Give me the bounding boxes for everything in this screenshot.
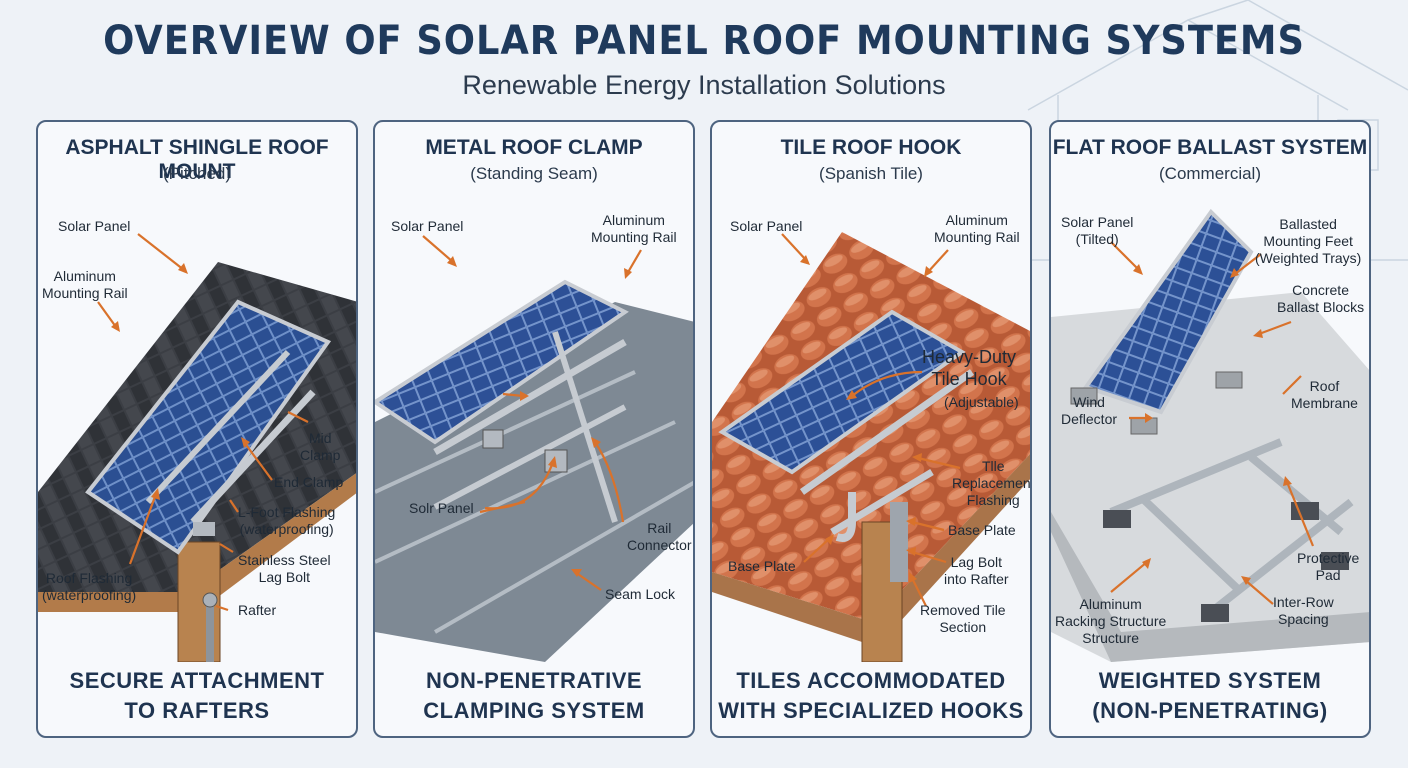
- label-solar-panel: Solar Panel: [391, 218, 464, 234]
- label-lag-bolt-into-rafter: Lag Bolt into Rafter: [944, 554, 1009, 587]
- label-tile-replacement-flashing: Tlle Replacement Flashing: [952, 458, 1032, 508]
- label-protective-pad: Protective Pad: [1297, 550, 1360, 583]
- label-rail-connector: Rail Connector: [627, 520, 692, 553]
- label-solr-panel: Solr Panel: [409, 500, 474, 516]
- asphalt-shingle-illustration: [38, 262, 356, 662]
- label-solar-panel-tilted: Solar Panel (Tilted): [1061, 214, 1134, 247]
- label-end-clamp: End Clamp: [274, 474, 344, 490]
- label-base-plate-left: Base Plate: [728, 558, 796, 574]
- label-removed-tile-section: Removed Tile Section: [920, 602, 1006, 635]
- panel-subtitle: (Standing Seam): [470, 164, 598, 183]
- panel-title: TILE ROOF HOOK: [780, 136, 962, 159]
- label-wind-deflector: Wind Deflector: [1061, 394, 1118, 427]
- panel-asphalt-shingle: ASPHALT SHINGLE ROOF MOUNT (Pitched): [36, 120, 358, 738]
- label-l-foot-flashing: L-Foot Flashing (waterproofing): [238, 504, 336, 537]
- panel-subtitle: (Commercial): [1159, 164, 1261, 183]
- panel-subtitle: (Pitched): [162, 164, 232, 183]
- label-adjustable: (Adjustable): [944, 394, 1019, 410]
- label-rafter: Rafter: [238, 602, 277, 618]
- panel-flat-roof: FLAT ROOF BALLAST SYSTEM (Commercial): [1049, 120, 1371, 738]
- label-ballasted-mounting-feet: Ballasted Mounting Feet (Weighted Trays): [1255, 216, 1362, 266]
- label-mid-clamp: Mid Clamp: [300, 430, 341, 463]
- panel-footer: NON-PENETRATIVE CLAMPING SYSTEM: [423, 668, 645, 723]
- page-subtitle: Renewable Energy Installation Solutions: [462, 70, 946, 100]
- label-aluminum-mounting-rail: Aluminum Mounting Rail: [591, 212, 677, 245]
- label-roof-membrane: Roof Membrane: [1291, 378, 1358, 411]
- label-concrete-ballast-blocks: Concrete Ballast Blocks: [1277, 282, 1365, 315]
- label-solar-panel: Solar Panel: [730, 218, 803, 234]
- panel-footer: WEIGHTED SYSTEM (NON-PENETRATING): [1092, 668, 1328, 723]
- label-aluminum-mounting-rail: Aluminum Mounting Rail: [42, 268, 128, 301]
- panel-metal-roof: METAL ROOF CLAMP (Standing Seam) Solar P…: [373, 120, 695, 738]
- label-base-plate-right: Base Plate: [948, 522, 1016, 538]
- label-seam-lock: Seam Lock: [605, 586, 676, 602]
- panel-subtitle: (Spanish Tile): [819, 164, 923, 183]
- panel-footer: SECURE ATTACHMENT TO RAFTERS: [69, 668, 325, 723]
- label-inter-row-spacing: Inter-Row Spacing: [1273, 594, 1334, 627]
- label-solar-panel: Solar Panel: [58, 218, 131, 234]
- label-aluminum-racking-structure: Aluminum Racking Structure Structure: [1055, 596, 1167, 646]
- panel-title: FLAT ROOF BALLAST SYSTEM: [1052, 136, 1368, 159]
- tile-roof-illustration: [712, 232, 1030, 662]
- panel-title: METAL ROOF CLAMP: [425, 136, 643, 159]
- label-heavy-duty-tile-hook: Heavy-Duty Tile Hook: [922, 347, 1017, 389]
- label-aluminum-mounting-rail: Aluminum Mounting Rail: [934, 212, 1020, 245]
- panel-footer: TILES ACCOMMODATED WITH SPECIALIZED HOOK…: [718, 668, 1024, 723]
- panel-title: ASPHALT SHINGLE ROOF MOUNT: [65, 136, 329, 183]
- label-stainless-steel-lag-bolt: Stainless Steel Lag Bolt: [238, 552, 331, 585]
- panel-tile-roof: TILE ROOF HOOK (Spanish Tile): [710, 120, 1032, 738]
- page-title: OVERVIEW OF SOLAR PANEL ROOF MOUNTING SY…: [103, 18, 1305, 64]
- label-roof-flashing: Roof Flashing (waterproofing): [42, 570, 137, 603]
